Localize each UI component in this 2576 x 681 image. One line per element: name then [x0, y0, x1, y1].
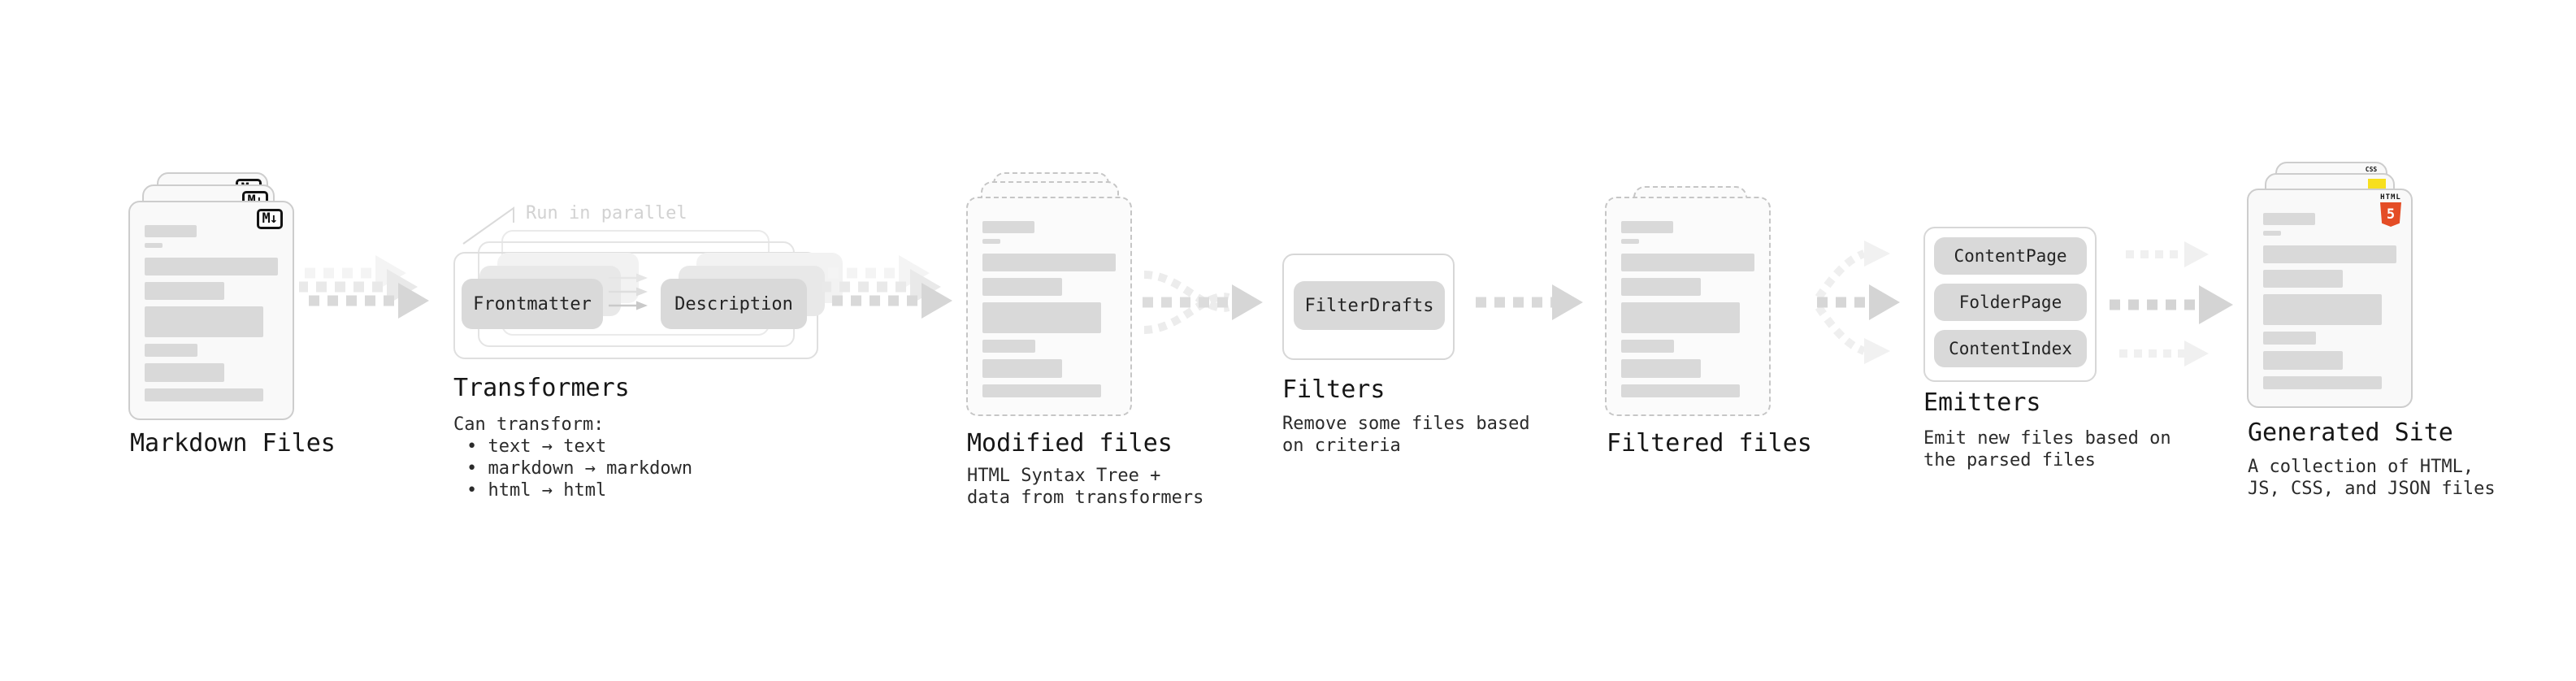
- file-card-front: [966, 197, 1132, 416]
- placeholder-bar: [145, 243, 163, 248]
- emitter-node-folderpage: FolderPage: [1934, 284, 2087, 321]
- desc-line: Remove some files based: [1282, 414, 1530, 434]
- desc-line: data from transformers: [967, 488, 1204, 508]
- placeholder-bar: [2263, 332, 2316, 345]
- placeholder-bar: [1621, 340, 1674, 353]
- placeholder-bar: [982, 359, 1062, 378]
- flow-arrow-markdown-to-transformers: [299, 255, 429, 319]
- desc-line: A collection of HTML,: [2248, 457, 2474, 477]
- placeholder-bar: [2263, 270, 2343, 288]
- placeholder-bar: [1621, 302, 1740, 333]
- placeholder-bar: [982, 221, 1034, 233]
- placeholder-bar: [2263, 376, 2382, 389]
- flow-arrow-filtered-to-emitters: [1815, 241, 1900, 364]
- placeholder-bar: [2263, 231, 2281, 236]
- stage-description: Emit new files based on the parsed files: [1923, 427, 2171, 471]
- flow-arrow-modified-to-filters: [1143, 271, 1263, 334]
- file-card-front: [1605, 197, 1771, 416]
- stage-label-emitters: Emitters: [1923, 388, 2041, 417]
- placeholder-bar: [1621, 359, 1701, 378]
- stage-description: A collection of HTML, JS, CSS, and JSON …: [2248, 456, 2496, 500]
- markdown-icon: M↓: [256, 209, 283, 229]
- emitter-node-contentindex: ContentIndex: [1934, 330, 2087, 367]
- stage-description: HTML Syntax Tree + data from transformer…: [967, 465, 1203, 509]
- placeholder-bar: [1621, 221, 1673, 233]
- file-card-front: HTML 5: [2247, 189, 2413, 408]
- placeholder-bar: [982, 254, 1116, 271]
- parallel-arrows-icon: [609, 273, 648, 310]
- emitter-node-contentpage: ContentPage: [1934, 237, 2087, 275]
- stage-description: Can transform: • text → text • markdown …: [453, 414, 692, 501]
- transformer-node-description: Description: [661, 279, 807, 329]
- placeholder-bar: [2263, 351, 2343, 370]
- desc-line: Emit new files based on: [1923, 428, 2171, 449]
- desc-bullet: • html → html: [466, 480, 607, 501]
- placeholder-bar: [982, 384, 1101, 397]
- desc-line: the parsed files: [1923, 450, 2096, 471]
- placeholder-bar: [145, 344, 197, 357]
- desc-bullet: • text → text: [466, 436, 607, 457]
- stage-label-filters: Filters: [1282, 375, 1386, 404]
- stage-label-filtered-files: Filtered files: [1607, 429, 1812, 458]
- placeholder-bar: [982, 278, 1062, 296]
- flow-arrow-emitters-to-site: [2110, 241, 2233, 367]
- desc-line: JS, CSS, and JSON files: [2248, 479, 2496, 499]
- stage-label-markdown-files: Markdown Files: [130, 429, 336, 458]
- placeholder-bar: [982, 239, 1000, 244]
- placeholder-bar: [2263, 294, 2382, 325]
- desc-bullet: • markdown → markdown: [466, 458, 693, 479]
- stage-description: Remove some files based on criteria: [1282, 413, 1530, 457]
- annotation-connector-line: [462, 206, 514, 245]
- placeholder-bar: [1621, 239, 1639, 244]
- placeholder-bar: [145, 306, 263, 337]
- stage-label-modified-files: Modified files: [967, 429, 1173, 458]
- desc-line: on criteria: [1282, 436, 1401, 456]
- placeholder-bar: [1621, 254, 1754, 271]
- placeholder-bar: [145, 258, 278, 275]
- desc-line: HTML Syntax Tree +: [967, 466, 1161, 486]
- flow-arrow-filters-to-filtered: [1476, 284, 1583, 320]
- desc-line: Can transform:: [453, 414, 605, 435]
- placeholder-bar: [982, 340, 1035, 353]
- run-in-parallel-annotation: Run in parallel: [526, 203, 687, 223]
- placeholder-bar: [982, 302, 1101, 333]
- placeholder-bar: [145, 225, 197, 237]
- html5-icon: HTML 5: [2379, 194, 2403, 227]
- placeholder-bar: [145, 363, 224, 382]
- file-card-front: M↓: [128, 201, 294, 420]
- placeholder-bar: [145, 388, 263, 401]
- stage-label-generated-site: Generated Site: [2248, 419, 2453, 447]
- transformer-node-frontmatter: Frontmatter: [462, 279, 603, 329]
- flow-arrow-transformers-to-modified: [822, 255, 952, 319]
- placeholder-bar: [145, 282, 224, 300]
- placeholder-bar: [1621, 278, 1701, 296]
- filter-node-filterdrafts: FilterDrafts: [1294, 281, 1445, 330]
- placeholder-bar: [2263, 245, 2396, 263]
- placeholder-bar: [2263, 213, 2315, 225]
- stage-label-transformers: Transformers: [453, 374, 630, 402]
- placeholder-bar: [1621, 384, 1740, 397]
